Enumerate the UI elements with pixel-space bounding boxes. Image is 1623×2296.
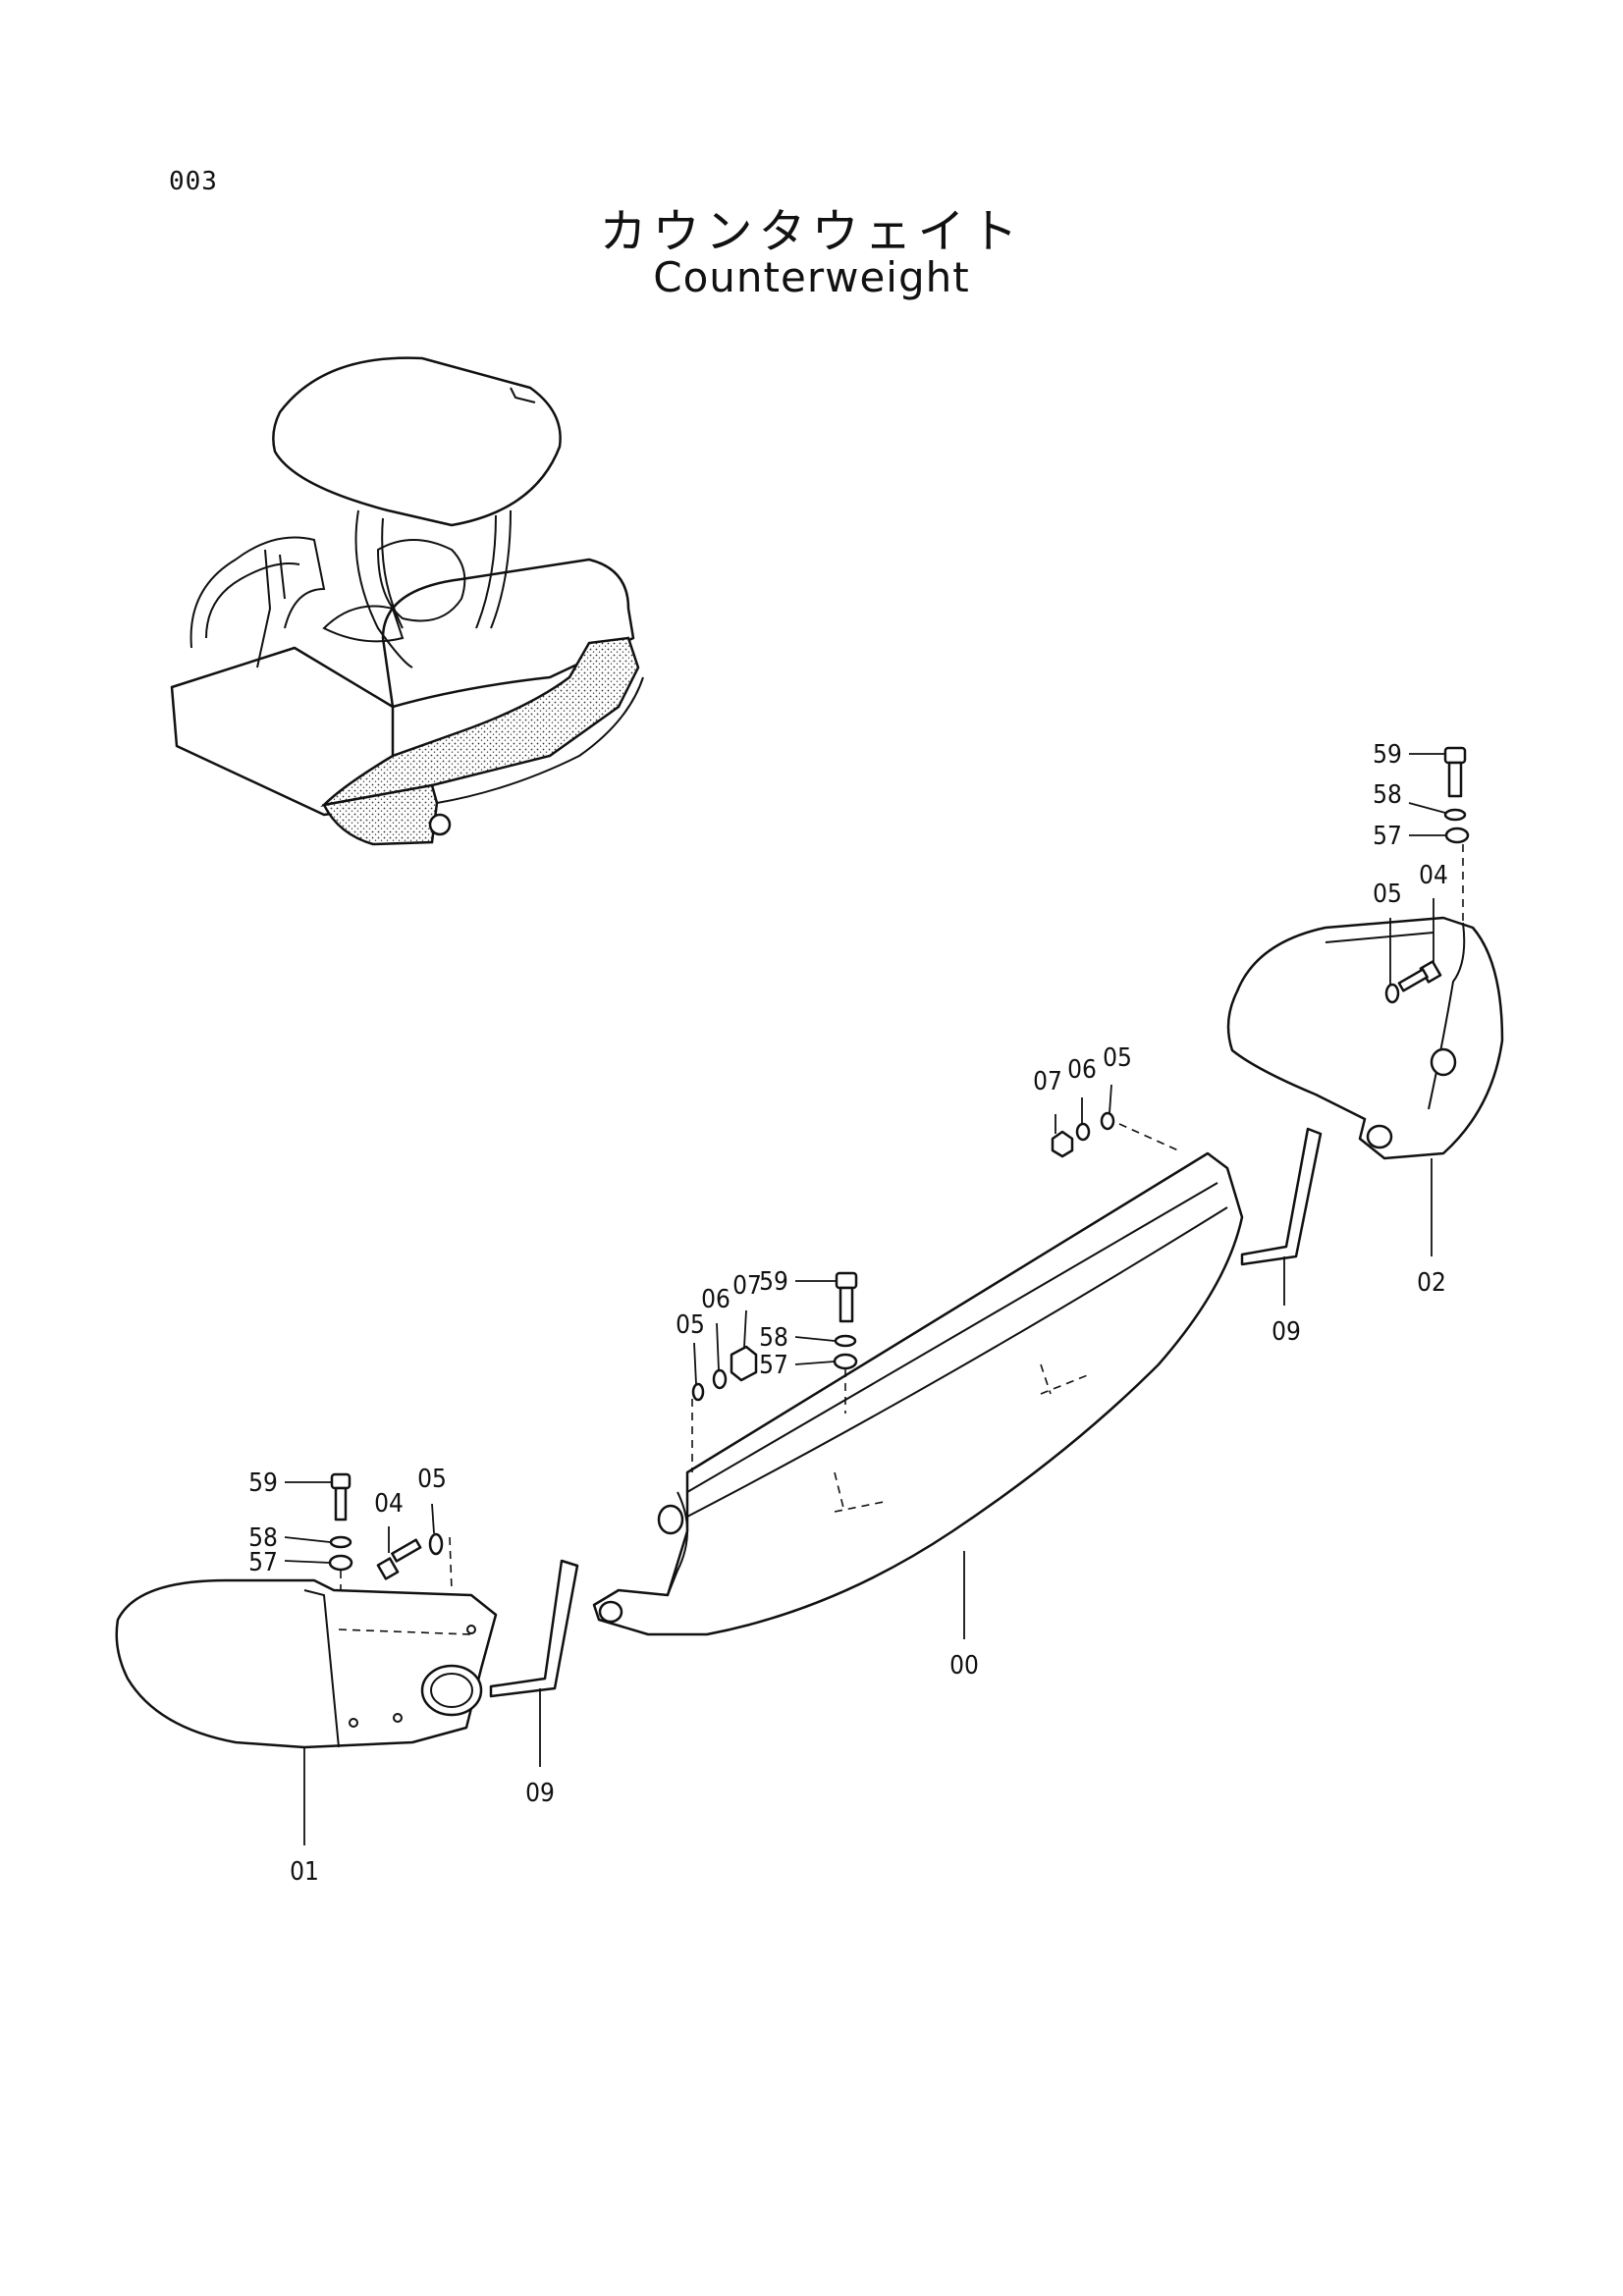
part-09-seal-strip-right: [1240, 1127, 1323, 1266]
washer-05-upper: [1100, 1111, 1115, 1131]
callout-01: 01: [290, 1857, 319, 1887]
title-japanese: カウンタウェイト: [599, 204, 1024, 259]
washer-05-left: [428, 1532, 444, 1556]
lockwasher-06-mid: [712, 1368, 728, 1390]
washer-58-right: [1443, 808, 1467, 822]
bolt-59-right: [1443, 746, 1467, 798]
washer-05-mid: [691, 1382, 705, 1402]
page-number: 003: [169, 167, 218, 196]
callout-57-right: 57: [1373, 822, 1402, 851]
callout-57-mid: 57: [759, 1351, 788, 1380]
nut-07-upper: [1051, 1130, 1074, 1158]
bolt-04-left: [376, 1538, 422, 1580]
callout-04-right: 04: [1419, 861, 1448, 890]
callout-05-left: 05: [417, 1465, 447, 1494]
washer-57-mid: [833, 1353, 858, 1370]
washer-57-left: [328, 1554, 353, 1572]
title-english: Counterweight: [653, 253, 970, 301]
callout-06-upper: 06: [1067, 1055, 1097, 1085]
part-02-right-end-cover: [1226, 916, 1504, 1160]
part-09-seal-strip-left: [489, 1559, 579, 1698]
washer-58-left: [329, 1535, 352, 1549]
callout-09-right: 09: [1271, 1317, 1301, 1347]
callout-59-right: 59: [1373, 740, 1402, 770]
callout-05-upper: 05: [1103, 1043, 1132, 1073]
callout-05-mid: 05: [676, 1310, 705, 1340]
callout-59-mid: 59: [759, 1267, 788, 1297]
callout-58-right: 58: [1373, 780, 1402, 810]
callout-04-left: 04: [374, 1489, 404, 1519]
callout-57-left: 57: [248, 1548, 278, 1577]
callout-07-upper: 07: [1033, 1067, 1062, 1096]
excavator-overview-illustration: [170, 356, 644, 846]
bolt-59-left: [330, 1472, 352, 1522]
part-00-main-counterweight: [592, 1151, 1244, 1636]
washer-57-right: [1444, 827, 1470, 844]
lockwasher-06-upper: [1075, 1122, 1091, 1142]
callout-02: 02: [1417, 1268, 1446, 1298]
callout-05-right: 05: [1373, 880, 1402, 909]
washer-58-mid: [834, 1334, 857, 1348]
callout-07-mid: 07: [732, 1271, 762, 1301]
bolt-04-right: [1397, 960, 1442, 992]
callout-labels: 00 01 02 04 05 57 58 59 09 05 06 07 59 5…: [248, 740, 1448, 1887]
callout-58-left: 58: [248, 1523, 278, 1553]
nut-07-mid: [730, 1345, 758, 1382]
callout-09-left: 09: [525, 1779, 555, 1808]
callout-00: 00: [949, 1651, 979, 1681]
part-01-left-end-cover: [115, 1578, 498, 1749]
callout-59-left: 59: [248, 1468, 278, 1498]
leader-lines: [284, 753, 1464, 1845]
callout-06-mid: 06: [701, 1285, 730, 1314]
callout-58-mid: 58: [759, 1323, 788, 1353]
washer-05-right: [1384, 983, 1400, 1004]
bolt-59-mid: [835, 1271, 858, 1323]
